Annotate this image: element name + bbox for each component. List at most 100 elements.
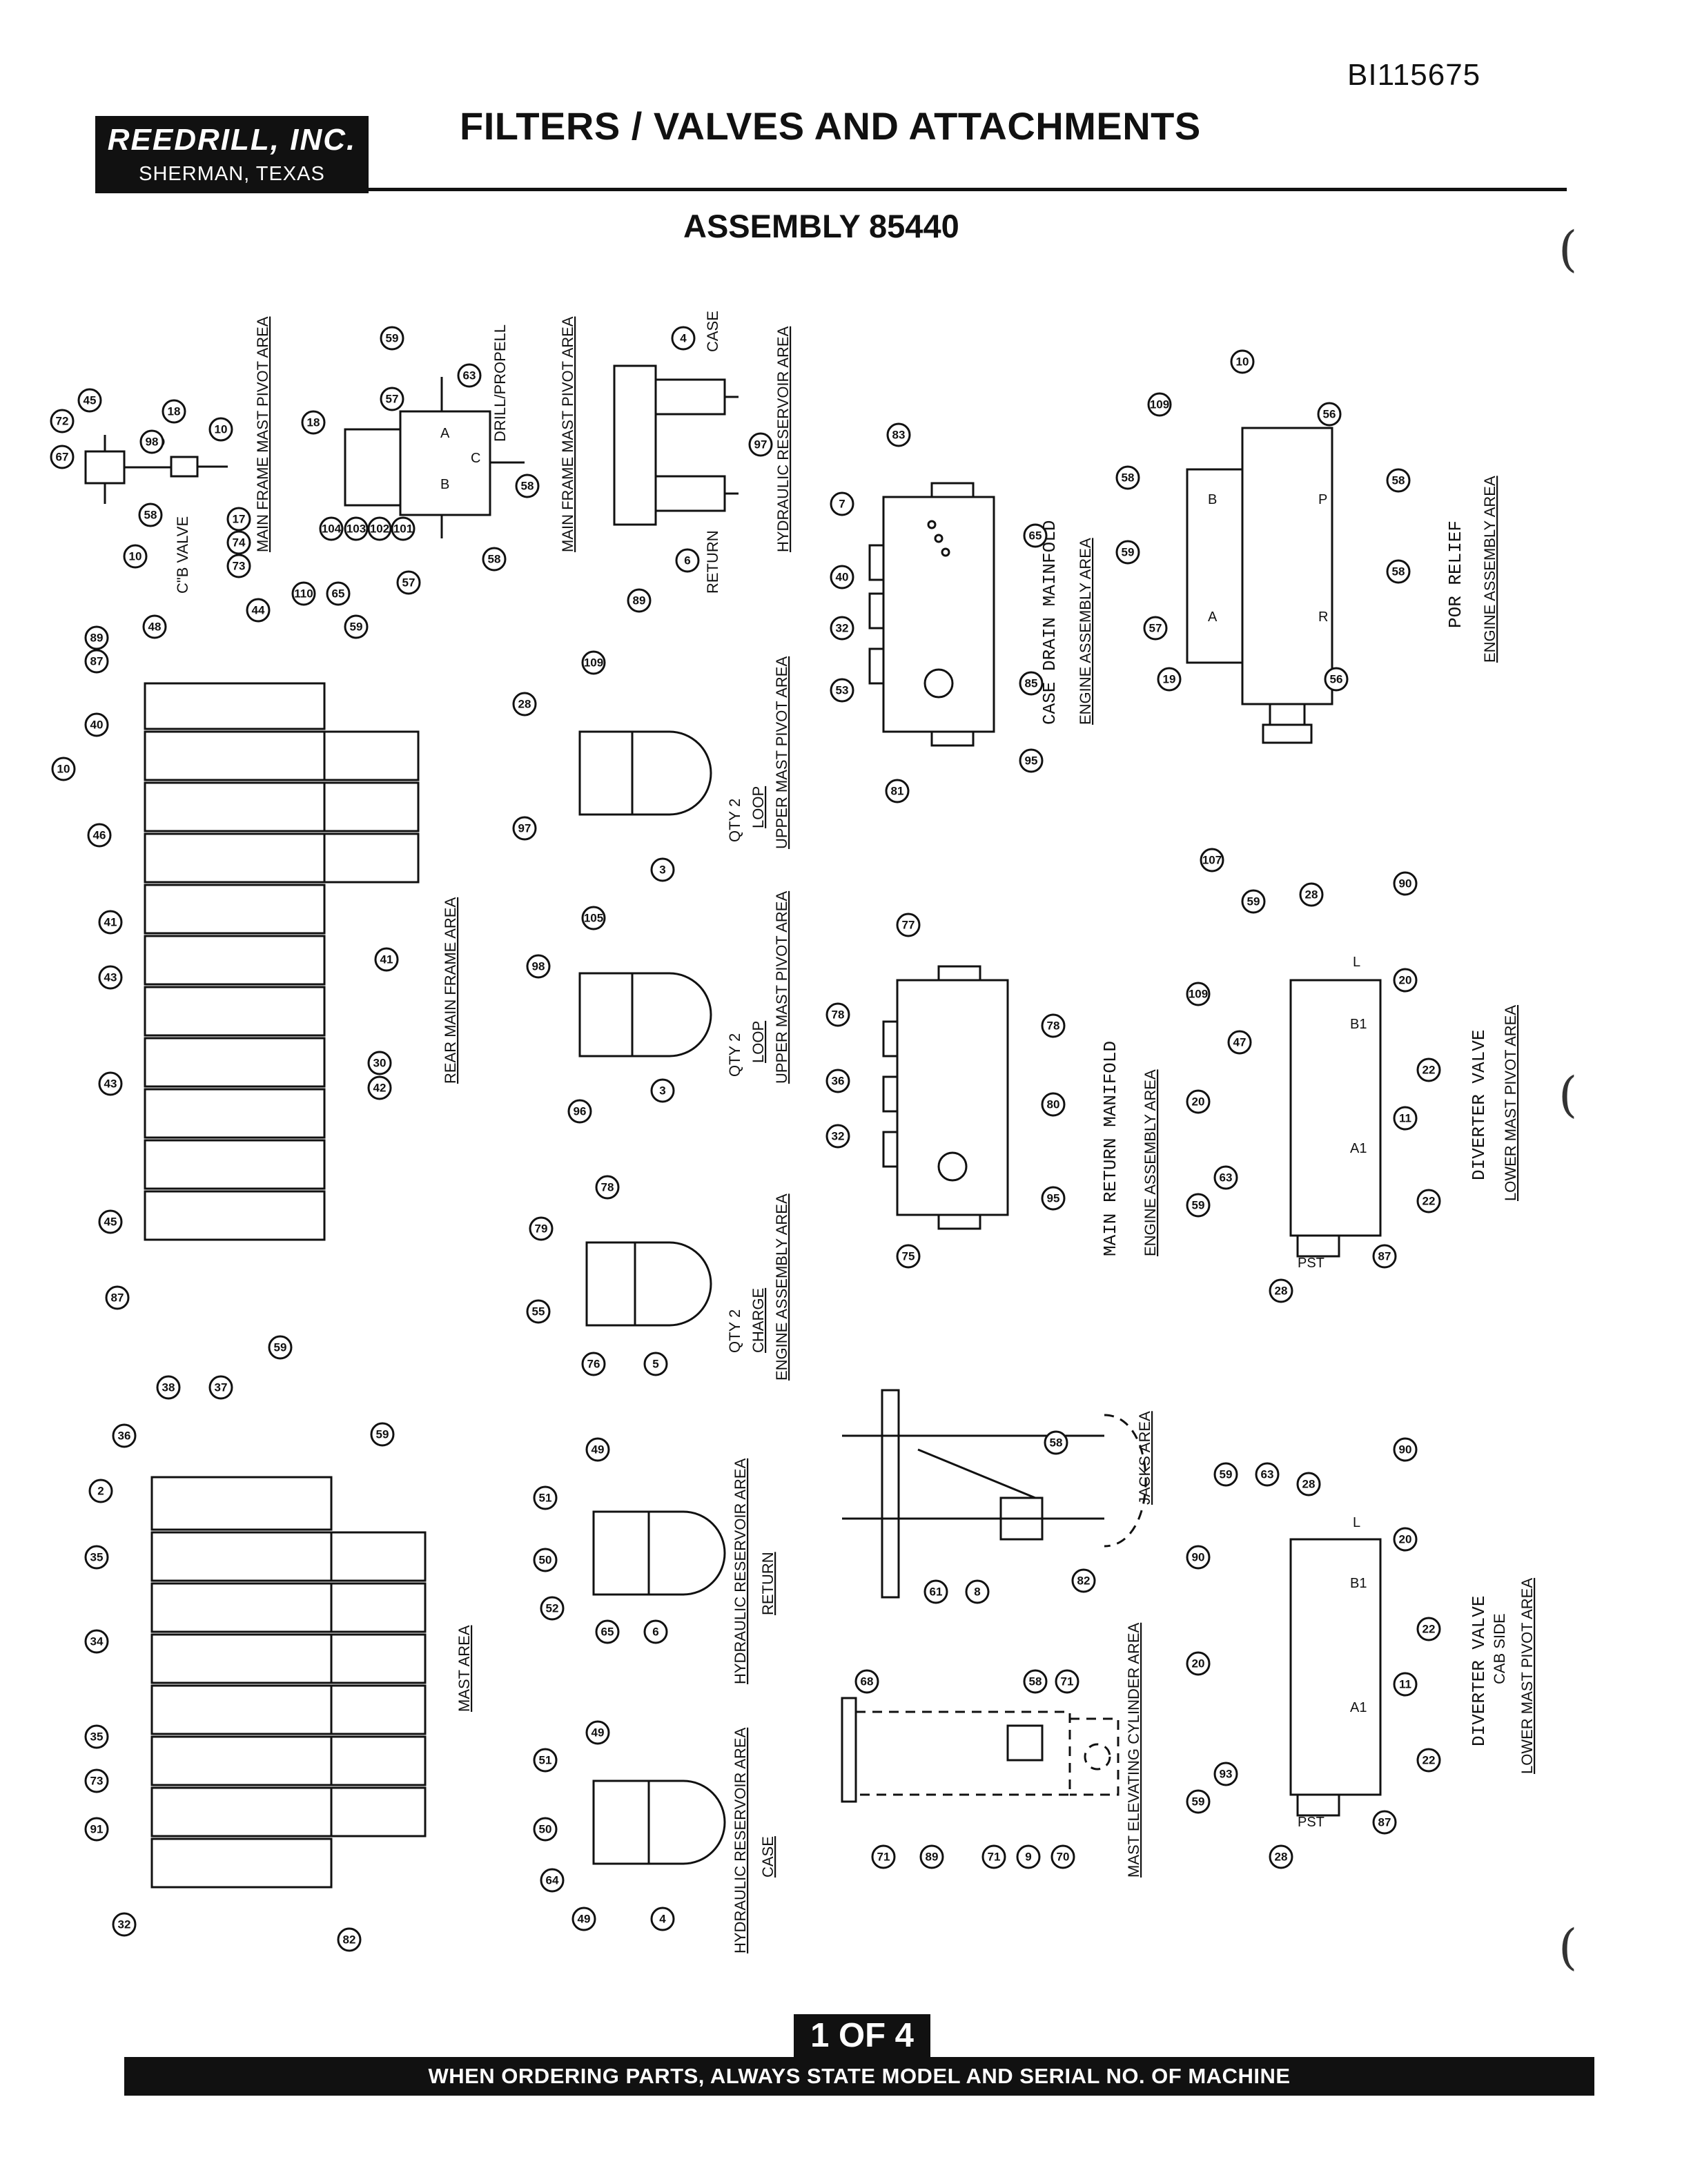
callout-51-a: 51	[533, 1485, 558, 1510]
svg-text:28: 28	[1305, 888, 1318, 901]
svg-text:20: 20	[1399, 974, 1412, 987]
svg-text:58: 58	[1122, 471, 1135, 485]
svg-text:59: 59	[1247, 895, 1260, 908]
rear-main-frame-label: REAR MAIN FRAME AREA	[442, 897, 459, 1084]
callout-20-d: 20	[1186, 1651, 1211, 1676]
svg-text:79: 79	[535, 1222, 548, 1236]
svg-text:95: 95	[1025, 754, 1038, 768]
callout-28-a: 28	[512, 692, 537, 716]
callout-47-a: 47	[1227, 1030, 1252, 1055]
svg-text:102: 102	[370, 523, 389, 536]
callout-58-a: 58	[138, 503, 163, 527]
mast-elevating-cylinder	[841, 1697, 1120, 1803]
svg-text:85: 85	[1025, 677, 1038, 690]
callout-49-c: 49	[571, 1907, 596, 1931]
svg-text:89: 89	[926, 1851, 939, 1864]
port-r-por: R	[1318, 610, 1328, 625]
callout-6-b: 6	[643, 1619, 668, 1644]
svg-text:58: 58	[144, 509, 157, 522]
callout-6-a: 6	[675, 548, 700, 573]
port-b-por: B	[1208, 492, 1217, 507]
loop-filter-2	[578, 972, 712, 1057]
callout-110: 110	[291, 581, 316, 606]
svg-text:90: 90	[1399, 877, 1412, 890]
port-a-drill: A	[440, 426, 450, 441]
svg-text:52: 52	[546, 1602, 559, 1615]
svg-text:57: 57	[386, 393, 399, 406]
callout-1: 10	[51, 757, 76, 781]
jacks-assembly	[842, 1389, 1147, 1599]
callout-102: 102	[367, 516, 392, 541]
svg-text:105: 105	[584, 912, 603, 925]
callout-83-a: 83	[886, 422, 911, 447]
callout-101: 101	[391, 516, 416, 541]
callout-20-a: 20	[1393, 968, 1418, 993]
callout-4-a: 4	[671, 326, 696, 351]
callout-59-h: 59	[1213, 1462, 1238, 1487]
callout-36-b: 36	[825, 1069, 850, 1093]
callout-10-b: 10	[123, 544, 148, 569]
callout-18-b: 18	[301, 410, 326, 435]
svg-text:10: 10	[1236, 355, 1249, 369]
svg-text:67: 67	[56, 451, 69, 464]
svg-text:65: 65	[601, 1626, 614, 1639]
svg-text:90: 90	[1192, 1551, 1205, 1564]
svg-text:36: 36	[832, 1075, 845, 1088]
svg-text:32: 32	[832, 1130, 845, 1143]
engine-area-label-4: ENGINE ASSEMBLY AREA	[1142, 1069, 1159, 1256]
svg-text:56: 56	[1330, 673, 1343, 686]
svg-text:45: 45	[84, 394, 97, 407]
callout-58-d: 58	[1115, 465, 1140, 490]
callout-59-g: 59	[1186, 1193, 1211, 1218]
binder-hole-bottom: (	[1558, 1919, 1578, 1976]
callout-3-b: 3	[650, 1078, 675, 1103]
drill-propell-valve	[344, 377, 525, 538]
svg-text:55: 55	[532, 1305, 545, 1318]
svg-text:9: 9	[1025, 1851, 1031, 1864]
svg-text:32: 32	[118, 1918, 131, 1931]
callout-22-a: 22	[1416, 1057, 1441, 1082]
callout-11-b: 11	[1393, 1672, 1418, 1697]
callout-42: 42	[367, 1075, 392, 1100]
jacks-area-label: JACKS AREA	[1136, 1411, 1153, 1505]
reservoir-area-label: HYDRAULIC RESERVOIR AREA	[774, 326, 792, 552]
callout-65-a: 65	[1023, 523, 1048, 548]
engine-area-label-1: ENGINE ASSEMBLY AREA	[1077, 538, 1094, 725]
callout-68: 68	[854, 1669, 879, 1694]
return-label: RETURN	[704, 530, 721, 594]
svg-text:4: 4	[680, 332, 687, 345]
callout-97-b: 97	[512, 816, 537, 841]
ordering-note: WHEN ORDERING PARTS, ALWAYS STATE MODEL …	[124, 2057, 1594, 2096]
mast-area-label: MAST AREA	[456, 1625, 473, 1712]
callout-73-b: 73	[84, 1768, 109, 1793]
qty-label-3: QTY 2	[726, 1309, 743, 1353]
svg-text:34: 34	[90, 1635, 104, 1648]
callout-35-a: 35	[84, 1545, 109, 1570]
qty-label-1: QTY 2	[726, 799, 743, 842]
qty-label-2: QTY 2	[726, 1033, 743, 1077]
svg-text:59: 59	[1220, 1468, 1233, 1481]
svg-text:78: 78	[1047, 1020, 1060, 1033]
callout-78-a: 78	[595, 1175, 620, 1200]
svg-text:101: 101	[393, 523, 413, 536]
svg-text:95: 95	[1047, 1192, 1060, 1205]
callout-48-a: 48	[142, 614, 167, 639]
svg-text:6: 6	[652, 1626, 658, 1639]
callout-28-c: 28	[1269, 1278, 1293, 1303]
svg-text:73: 73	[90, 1775, 104, 1788]
svg-text:42: 42	[373, 1082, 387, 1095]
company-name: REEDRILL, INC.	[107, 123, 357, 157]
company-location: SHERMAN, TEXAS	[139, 163, 325, 185]
svg-text:53: 53	[836, 684, 849, 697]
upper-mast-label-1: UPPER MAST PIVOT AREA	[773, 656, 790, 849]
callout-38: 38	[156, 1375, 181, 1400]
callout-59-c: 59	[344, 614, 369, 639]
svg-text:36: 36	[118, 1430, 131, 1443]
loop-label-1: LOOP	[750, 786, 767, 828]
callout-59-a: 59	[380, 326, 404, 351]
callout-72-a: 72	[50, 409, 75, 433]
cb-valve-label: C"B VALVE	[174, 516, 191, 594]
callout-50-b: 50	[533, 1817, 558, 1842]
mast-cylinder-label-1: MAST ELEVATING CYLINDER AREA	[1125, 1622, 1142, 1878]
svg-text:40: 40	[836, 571, 849, 584]
